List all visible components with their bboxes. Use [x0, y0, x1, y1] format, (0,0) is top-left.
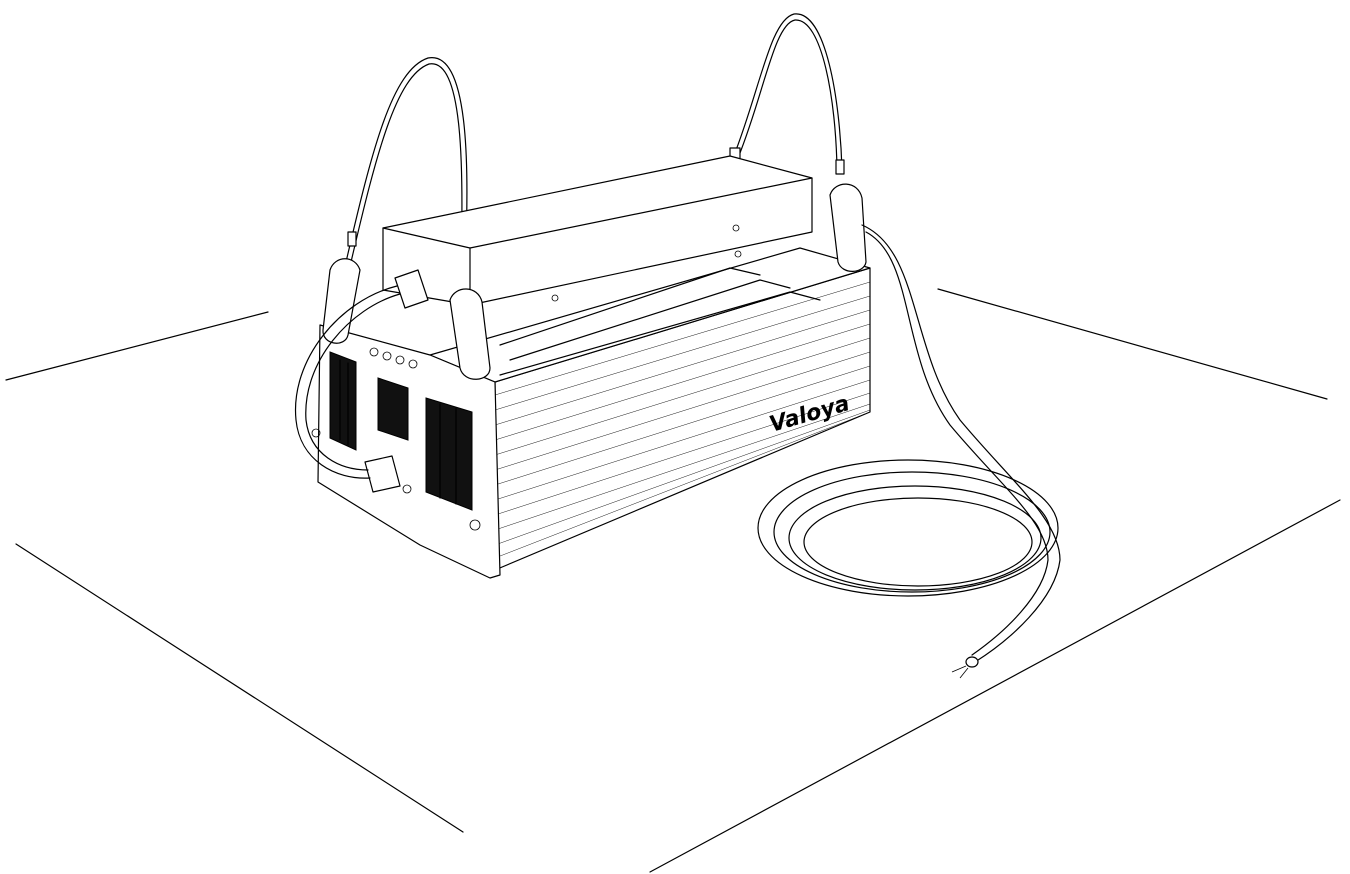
cable-coil [788, 485, 1042, 591]
vent-slot [329, 351, 357, 451]
floor-line-back-right [937, 288, 1328, 400]
cable-main-inner [865, 231, 1049, 656]
screw-icon [734, 250, 742, 258]
heatsink-ridge-2 [509, 279, 791, 361]
screw-icon [732, 224, 740, 232]
screw-icon [311, 428, 321, 438]
heatsink-fins [494, 281, 871, 559]
cable-coil [803, 497, 1033, 587]
wire-crimp-right [835, 159, 845, 175]
screw-icon [469, 519, 481, 531]
hanging-wire-left [345, 57, 468, 266]
indicator-icon [408, 359, 418, 369]
indicator-icon [395, 355, 405, 365]
carabiner-right [829, 183, 867, 272]
power-connector-top [394, 269, 429, 309]
floor-line-front-right [649, 499, 1341, 873]
floor-line-back-left [5, 311, 269, 381]
floor-line-front-left [15, 543, 464, 833]
cable-coil [773, 471, 1051, 593]
carabiners [322, 183, 867, 380]
screw-icon [402, 484, 412, 494]
end-plate-body [317, 324, 501, 579]
hanging-wire-left-inner [350, 63, 463, 266]
cable-coil [757, 459, 1059, 597]
indicator-icon [369, 347, 379, 357]
end-plate [311, 324, 501, 579]
power-connectors [364, 269, 429, 493]
cable-loop-left [294, 285, 398, 479]
hanging-wire-right [732, 13, 843, 171]
cable-main [861, 224, 1061, 663]
carabiner-left [322, 258, 361, 344]
power-cables [294, 224, 1061, 679]
heatsink-housing: Valoya [429, 247, 871, 571]
hanging-wire-right-inner [737, 19, 838, 171]
cable-loop-left-inner [305, 293, 401, 471]
cable-wire-end [951, 665, 967, 673]
vent-slot [377, 377, 409, 441]
power-connector-bottom [364, 455, 401, 493]
screw-icon [551, 294, 559, 302]
indicator-icon [382, 351, 392, 361]
floor-lines [5, 288, 1341, 873]
carabiner-mid [449, 288, 491, 380]
heatsink-ridge-3 [499, 291, 821, 376]
wire-crimp-left [347, 231, 357, 247]
cable-wire-end [959, 667, 969, 679]
vent-slot [425, 397, 473, 511]
heatsink-ridge-1 [499, 267, 761, 346]
cable-end [965, 656, 979, 668]
